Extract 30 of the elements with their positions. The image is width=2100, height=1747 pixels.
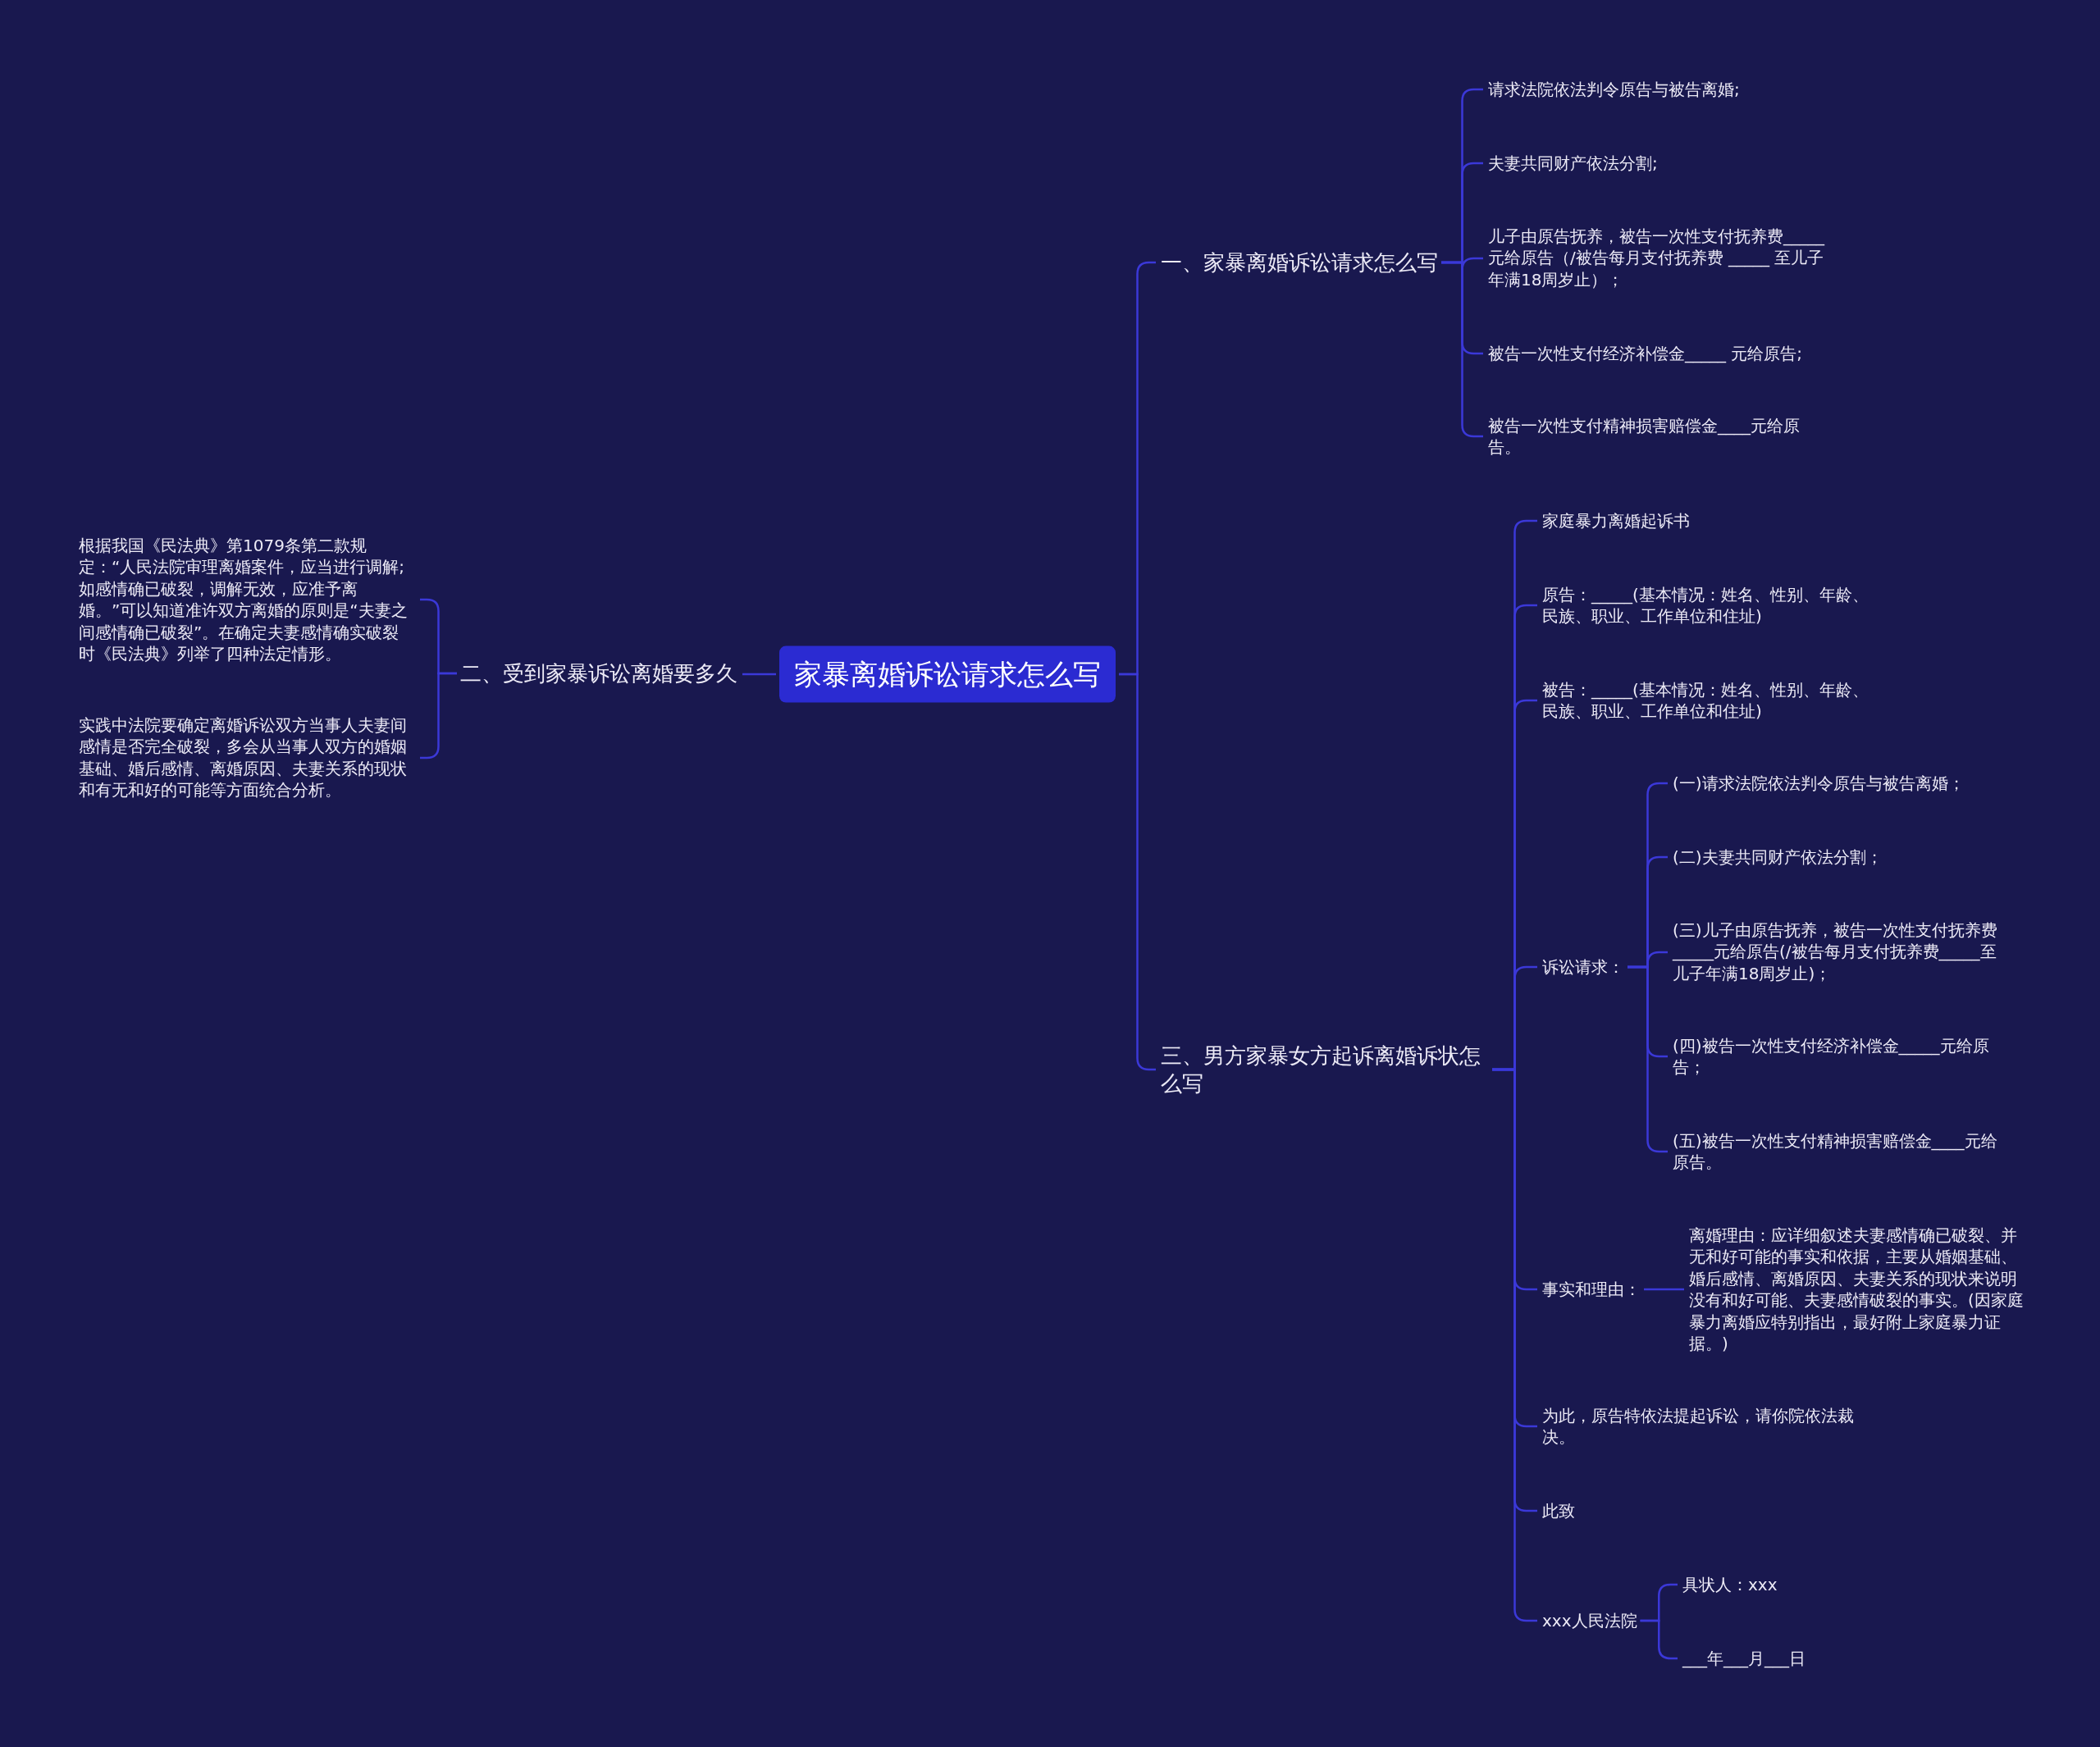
subtopic-text: 被告一次性支付精神损害赔偿金____元给原告。: [1488, 414, 1820, 458]
subtopic-text: 家庭暴力离婚起诉书: [1542, 509, 1690, 532]
subtopic-text: (二)夫妻共同财产依法分割；: [1673, 846, 1883, 869]
subtopic-text: 离婚理由：应详细叙述夫妻感情确已破裂、并无和好可能的事实和依据，主要从婚姻基础、婚后感情、离婚原因、夫妻关系的现状来说明没有和好可能、夫妻感情破裂的事实。(因家庭暴力离婚应特别指出，最好附上家庭暴力证据。): [1689, 1224, 2029, 1355]
central-topic-box: 家暴离婚诉讼请求怎么写: [779, 645, 1116, 703]
subtopic-text: 具状人：xxx: [1682, 1573, 1778, 1596]
subtopic-text: 儿子由原告抚养，被告一次性支付抚养费_____元给原告（/被告每月支付抚养费 _____ 至儿子年满18周岁止）；: [1488, 226, 1824, 291]
subtopic-text: 被告一次性支付经济补偿金_____ 元给原告;: [1488, 342, 1803, 365]
connector-line: [1644, 1288, 1684, 1291]
subtopic-text: 被告：_____(基本情况：姓名、性别、年龄、民族、职业、工作单位和住址): [1542, 678, 1879, 723]
topic-text: 三、男方家暴女方起诉离婚诉状怎么写: [1161, 1041, 1489, 1098]
subtopic-text: 请求法院依法判令原告与被告离婚;: [1488, 78, 1740, 101]
subtopic-text: 原告：_____(基本情况：姓名、性别、年龄、民族、职业、工作单位和住址): [1542, 583, 1879, 627]
subtopic-text: 为此，原告特依法提起诉讼，请你院依法裁决。: [1542, 1404, 1879, 1448]
subtopic-text: 此致: [1542, 1499, 1575, 1522]
subtopic-text: xxx人民法院: [1542, 1609, 1637, 1632]
subtopic-text: 实践中法院要确定离婚诉讼双方当事人夫妻间感情是否完全破裂，多会从当事人双方的婚姻基础、婚后感情、离婚原因、夫妻关系的现状和有无和好的可能等方面统合分析。: [79, 714, 415, 801]
topic-text: 一、家暴离婚诉讼请求怎么写: [1161, 248, 1438, 277]
subtopic-text: (一)请求法院依法判令原告与被告离婚；: [1673, 772, 1965, 795]
subtopic-text: (三)儿子由原告抚养，被告一次性支付抚养费_____元给原告(/被告每月支付抚养费_____至儿子年满18周岁止)；: [1673, 919, 2009, 985]
topic-text: 二、受到家暴诉讼离婚要多久: [460, 659, 737, 688]
subtopic-text: 诉讼请求：: [1542, 956, 1624, 978]
connector-line: [742, 673, 776, 676]
connector-line: [1640, 1619, 1678, 1660]
subtopic-text: 夫妻共同财产依法分割;: [1488, 152, 1658, 175]
subtopic-text: (五)被告一次性支付精神损害赔偿金____元给原告。: [1673, 1129, 2009, 1174]
subtopic-text: 事实和理由：: [1542, 1278, 1641, 1301]
subtopic-text: 根据我国《民法典》第1079条第二款规定：“人民法院审理离婚案件，应当进行调解;如感情确已破裂，调解无效，应准予离婚。”可以知道准许双方离婚的原则是“夫妻之间感情确已破裂”。在确定夫妻感情确实破裂时《民法典》列举了四种法定情形。: [79, 534, 415, 665]
subtopic-text: (四)被告一次性支付经济补偿金_____元给原告；: [1673, 1034, 2009, 1079]
subtopic-text: ___年___月___日: [1682, 1647, 1806, 1670]
